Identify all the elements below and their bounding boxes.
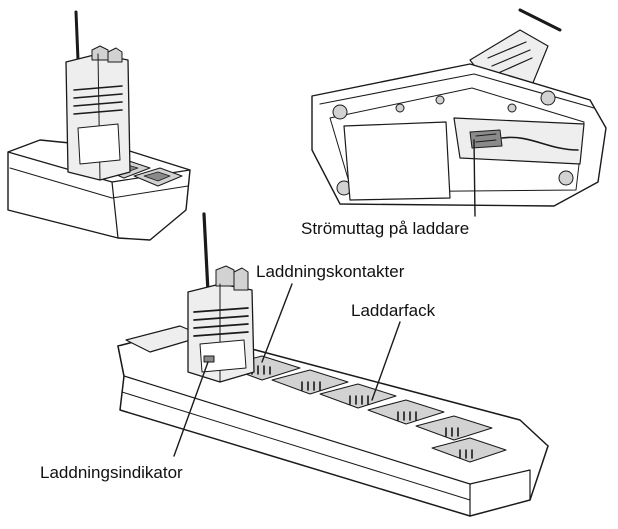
charging-indicator-label: Laddningsindikator [40, 463, 183, 482]
leader-power-outlet [473, 139, 476, 217]
charger-slot-label: Laddarfack [351, 301, 436, 320]
multi-charger-illustration [117, 212, 549, 517]
charger-slots [223, 355, 507, 463]
small-charger-illustration [7, 10, 191, 241]
charger-underside-illustration [311, 8, 607, 207]
leader-lines [173, 139, 476, 457]
leader-charging-indicator [173, 361, 209, 457]
charging-contacts-label: Laddningskontakter [256, 262, 405, 281]
leader-charging-contacts [261, 283, 293, 363]
power-outlet-label: Strömuttag på laddare [301, 219, 470, 238]
leader-charger-slot [371, 321, 401, 401]
